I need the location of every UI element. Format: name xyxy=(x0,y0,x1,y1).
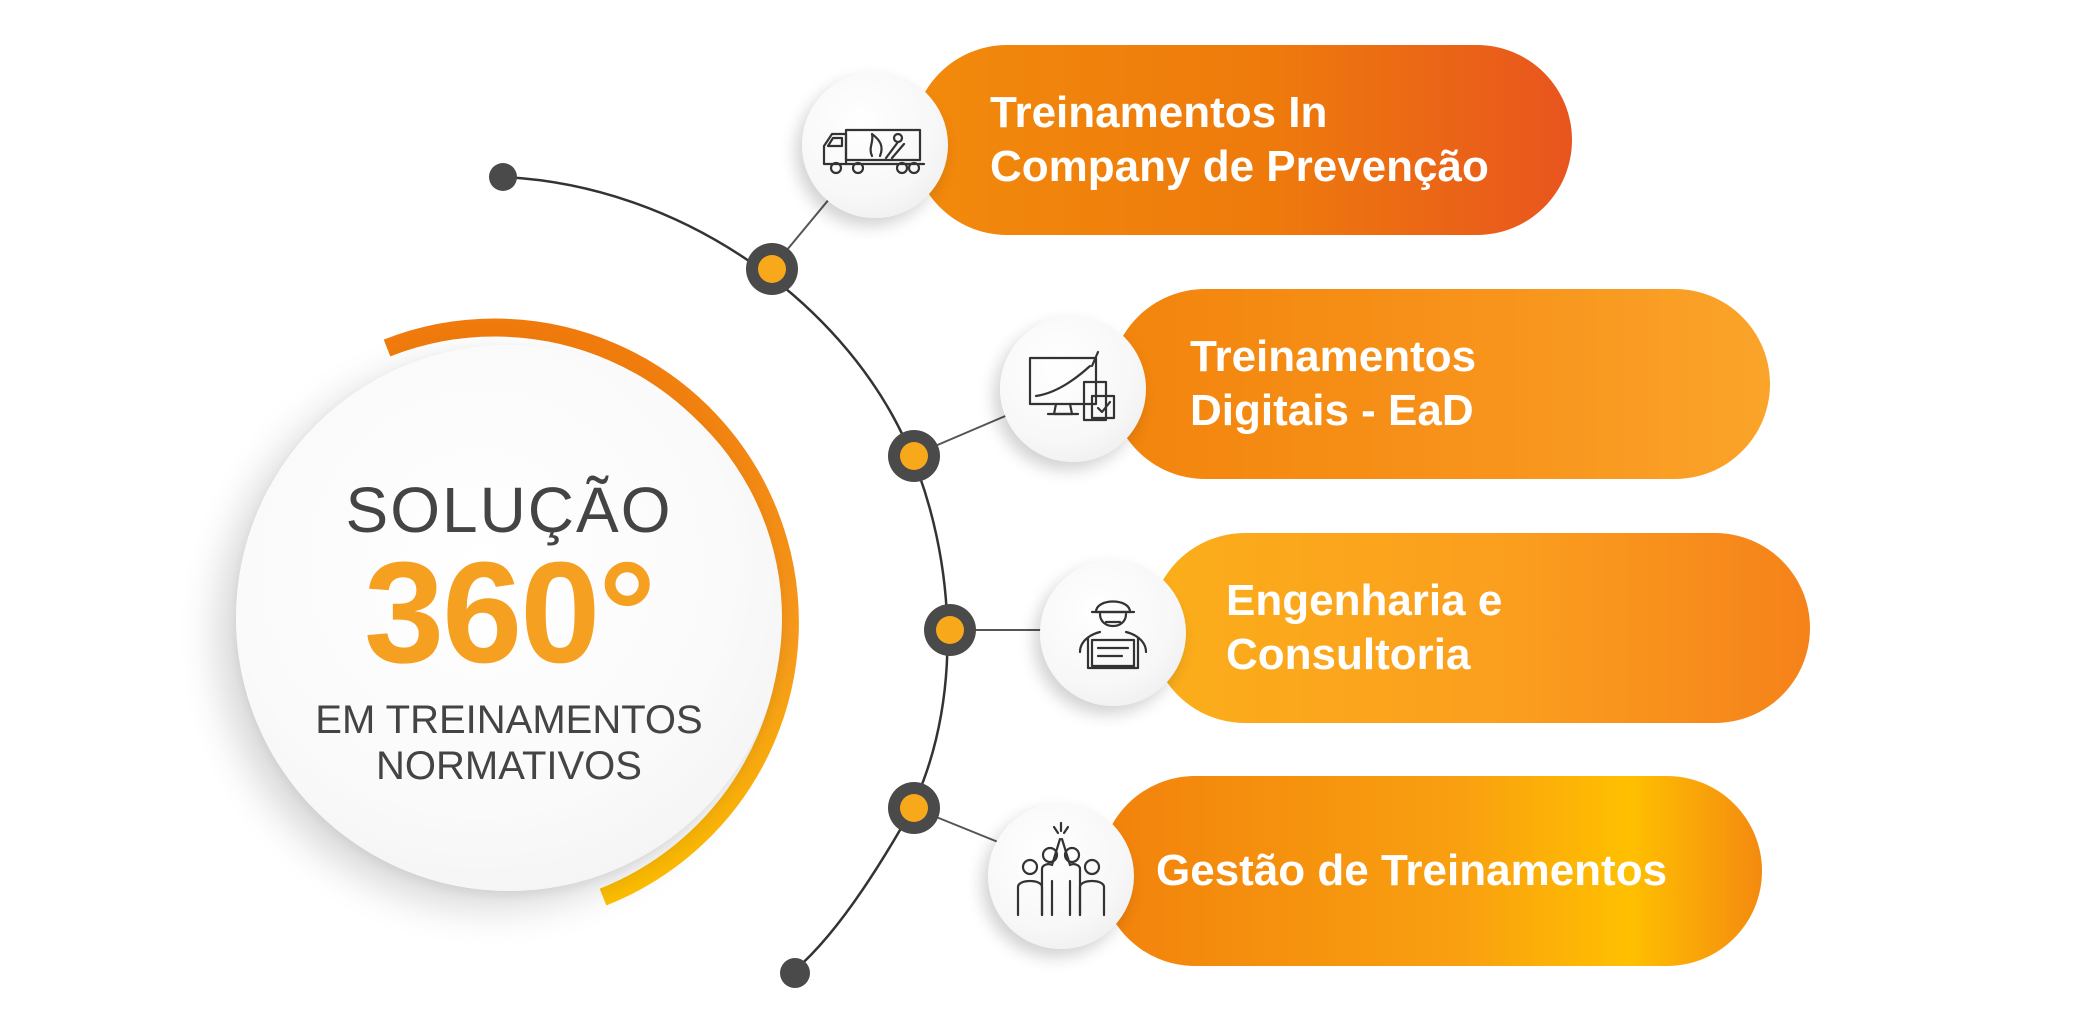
devices-icon xyxy=(1028,350,1116,422)
service-2-line2: Digitais - EaD xyxy=(1190,386,1474,435)
node-2 xyxy=(888,430,940,482)
service-1-line1: Treinamentos In xyxy=(990,88,1328,137)
service-pill-engineering: Engenharia e Consultoria xyxy=(1150,533,1810,723)
icon-circle-1 xyxy=(802,72,948,218)
icon-circle-4 xyxy=(988,803,1134,949)
hub-subtitle: EM TREINAMENTOS NORMATIVOS xyxy=(236,697,782,789)
icon-circle-3 xyxy=(1040,560,1186,706)
hub-subtitle-line1: EM TREINAMENTOS xyxy=(315,698,703,742)
arc-start-dot xyxy=(489,163,517,191)
service-pill-in-company: Treinamentos In Company de Prevenção xyxy=(912,45,1572,235)
hub-subtitle-line2: NORMATIVOS xyxy=(376,744,642,788)
node-4 xyxy=(888,782,940,834)
hub-headline: 360° xyxy=(364,532,656,693)
service-4-line1: Gestão de Treinamentos xyxy=(1156,846,1668,895)
service-pill-digital: Treinamentos Digitais - EaD xyxy=(1110,289,1770,479)
hub-circle xyxy=(236,345,782,891)
service-1-line2: Company de Prevenção xyxy=(990,142,1489,191)
team-icon xyxy=(1016,821,1106,917)
main-arc xyxy=(502,175,949,971)
icon-circle-2 xyxy=(1000,316,1146,462)
hub-title: SOLUÇÃO xyxy=(345,474,673,546)
service-2-line1: Treinamentos xyxy=(1190,332,1477,381)
node-1 xyxy=(746,243,798,295)
hub-label: SOLUÇÃO 360° EM TREINAMENTOS NORMATIVOS xyxy=(236,345,782,891)
node-3 xyxy=(924,604,976,656)
service-pill-management: Gestão de Treinamentos xyxy=(1100,776,1762,966)
engineer-icon xyxy=(1078,600,1148,670)
fire-truck-icon xyxy=(822,128,926,175)
service-3-line1: Engenharia e xyxy=(1226,576,1503,625)
arc-end-dot xyxy=(780,958,810,988)
service-3-line2: Consultoria xyxy=(1226,630,1471,679)
hub-orange-ring xyxy=(383,318,799,906)
